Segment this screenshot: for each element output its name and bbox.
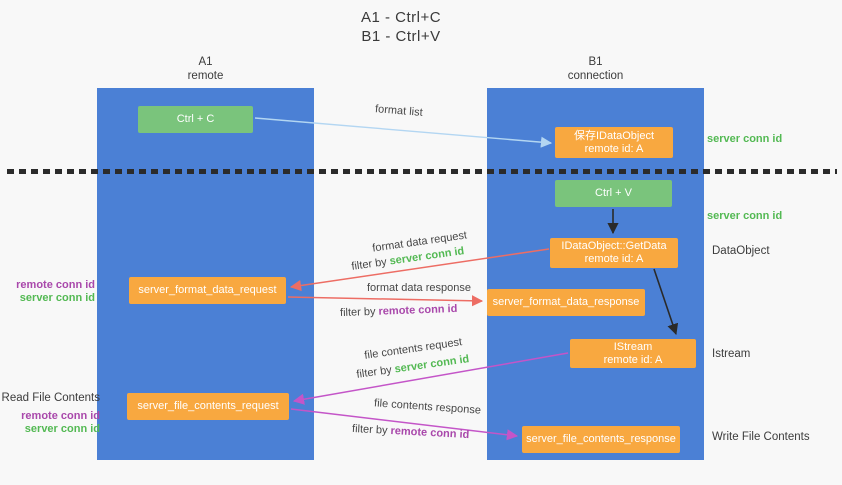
filter-value-remote-conn-id: remote conn id — [378, 302, 458, 318]
node-ctrl-v: Ctrl + V — [555, 180, 672, 207]
node-istream-line1: IStream — [613, 340, 653, 353]
filter-value-remote-conn-id: remote conn id — [390, 424, 470, 442]
title-line-a1: A1 - Ctrl+C — [360, 9, 442, 26]
annotation-server-conn-id-1: server conn id — [19, 292, 95, 304]
lifeline-header-b1: B1 connection — [487, 55, 704, 83]
node-getdata-line2: remote id: A — [584, 253, 644, 265]
lifeline-a1-id: A1 — [198, 56, 213, 68]
node-server-format-data-response-label: server_format_data_response — [492, 296, 640, 308]
node-istream-line2: remote id: A — [603, 353, 663, 366]
node-server-file-contents-response: server_file_contents_response — [522, 426, 680, 453]
annotation-istream: Istream — [712, 348, 751, 360]
annotation-remote-conn-id-2: remote conn id — [21, 410, 100, 422]
node-ctrl-v-label: Ctrl + V — [595, 187, 632, 199]
filter-value-server-conn-id: server conn id — [393, 353, 471, 376]
annotation-server-conn-id-2: server conn id — [24, 423, 100, 435]
annotation-read-file-contents-group: Read File Contents remote conn id server… — [0, 391, 100, 436]
label-filter-file-contents-response: filter by remote conn id — [352, 423, 470, 441]
node-server-file-contents-request: server_file_contents_request — [127, 393, 289, 420]
node-idataobject-getdata: IDataObject::GetData remote id: A — [550, 238, 678, 268]
node-getdata-line1: IDataObject::GetData — [561, 240, 667, 252]
node-save-idataobject-line2: remote id: A — [584, 142, 644, 155]
annotation-server-conn-id-mid: server conn id — [707, 210, 783, 222]
label-format-data-response: format data response — [367, 282, 471, 294]
diagram-title: A1 - Ctrl+C B1 - Ctrl+V — [301, 8, 501, 46]
filter-prefix: filter by — [339, 305, 376, 320]
label-format-list: format list — [374, 103, 424, 119]
label-filter-format-data-response: filter by remote conn id — [340, 303, 458, 319]
node-server-format-data-response: server_format_data_response — [487, 289, 645, 316]
annotation-server-conn-id-top: server conn id — [707, 133, 783, 145]
node-save-idataobject: 保存IDataObject remote id: A — [555, 127, 673, 158]
lifeline-header-a1: A1 remote — [97, 55, 314, 83]
lifeline-a1-name: remote — [187, 70, 224, 82]
node-ctrl-c-label: Ctrl + C — [176, 113, 215, 125]
arrow-format-data-response — [287, 295, 484, 307]
annotation-read-file-contents: Read File Contents — [1, 392, 100, 404]
annotation-dataobject: DataObject — [712, 245, 770, 257]
lifeline-b1-id: B1 — [588, 56, 603, 68]
node-istream: IStream remote id: A — [570, 339, 696, 368]
label-file-contents-response: file contents response — [373, 397, 482, 417]
title-line-b1: B1 - Ctrl+V — [361, 28, 441, 45]
filter-prefix: filter by — [351, 422, 388, 437]
phase-divider-dotted-line — [7, 169, 837, 174]
annotation-conn-ids-format: remote conn id server conn id — [0, 279, 95, 305]
node-ctrl-c: Ctrl + C — [138, 106, 253, 133]
node-server-file-contents-response-label: server_file_contents_response — [526, 433, 676, 445]
node-save-idataobject-line1: 保存IDataObject — [573, 129, 655, 142]
node-server-file-contents-request-label: server_file_contents_request — [137, 400, 279, 412]
filter-prefix: filter by — [355, 364, 393, 381]
annotation-remote-conn-id-1: remote conn id — [16, 279, 95, 291]
annotation-write-file-contents: Write File Contents — [712, 431, 810, 443]
lifeline-b1-name: connection — [567, 70, 624, 82]
node-server-format-data-request-label: server_format_data_request — [138, 284, 277, 296]
filter-prefix: filter by — [350, 256, 388, 273]
node-server-format-data-request: server_format_data_request — [129, 277, 286, 304]
